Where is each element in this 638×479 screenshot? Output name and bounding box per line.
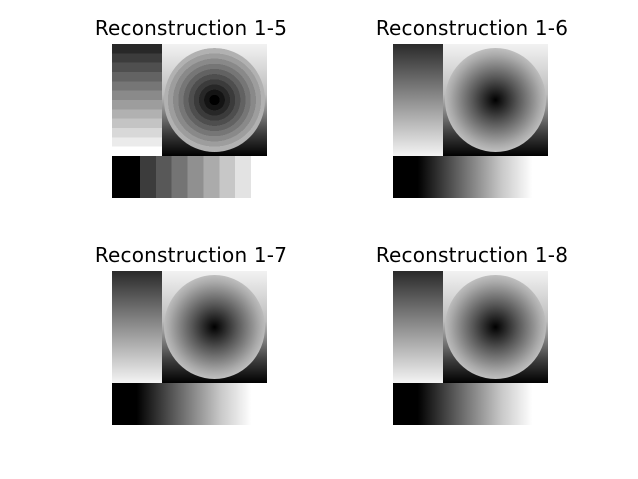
panel-title-2: Reconstruction 1-6 <box>375 16 569 40</box>
circle-block <box>443 271 548 383</box>
horizontal-gradient-strip <box>393 156 548 198</box>
vertical-gradient-strip <box>393 44 443 156</box>
vertical-gradient-strip <box>112 271 162 383</box>
horizontal-gradient-strip <box>112 383 267 425</box>
circle-block <box>162 271 267 383</box>
panel-title-4: Reconstruction 1-8 <box>375 243 569 267</box>
horizontal-gradient-strip <box>112 156 267 198</box>
radial-gradient-circle <box>445 48 546 152</box>
panel-title-3: Reconstruction 1-7 <box>94 243 288 267</box>
vertical-gradient-strip <box>112 44 162 156</box>
radial-gradient-circle <box>164 48 265 152</box>
radial-gradient-circle <box>445 275 546 379</box>
circle-block <box>443 44 548 156</box>
circle-block <box>162 44 267 156</box>
vertical-gradient-strip <box>393 271 443 383</box>
radial-gradient-circle <box>164 275 265 379</box>
panel-title-1: Reconstruction 1-5 <box>94 16 288 40</box>
horizontal-gradient-strip <box>393 383 548 425</box>
